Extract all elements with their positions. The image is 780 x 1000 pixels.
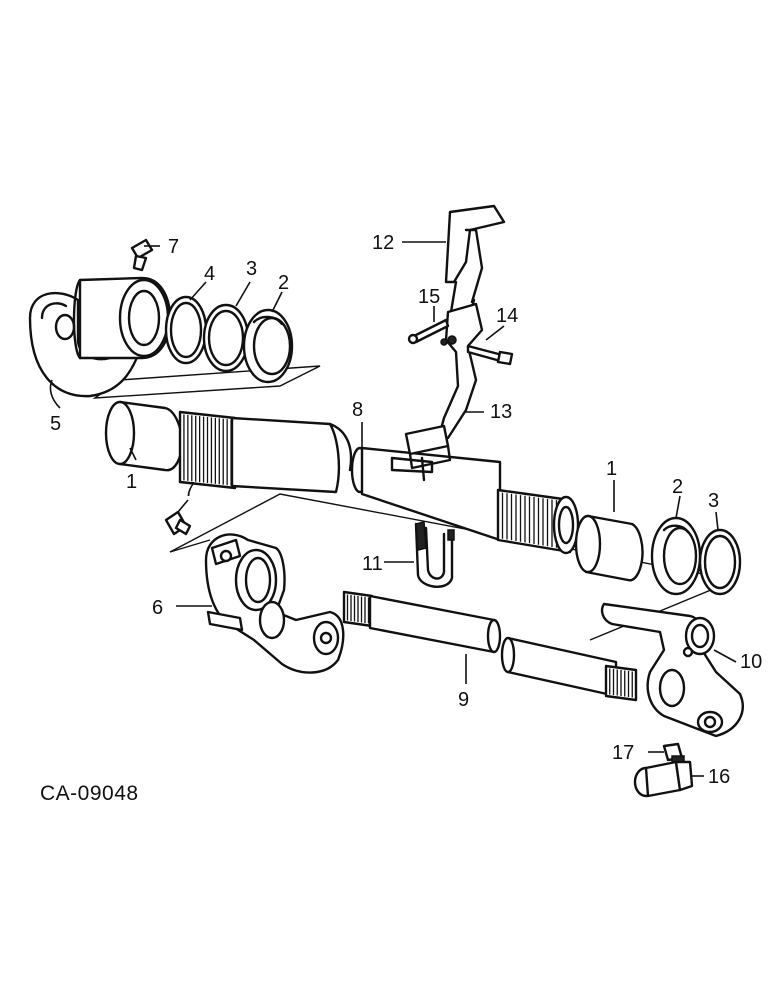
ring-3-upper — [202, 303, 250, 373]
part-14-pin — [440, 335, 514, 366]
callout-12: 12 — [372, 232, 394, 254]
part-11-clip — [414, 521, 455, 588]
callout-1-right: 1 — [606, 458, 617, 480]
callout-6: 6 — [152, 597, 163, 619]
callout-2-upper: 2 — [278, 272, 289, 294]
callout-7-upper: 7 — [168, 236, 179, 258]
callout-10: 10 — [740, 651, 762, 673]
part-10-lever-housing — [600, 602, 744, 738]
part-13-lever-arm — [404, 302, 484, 482]
part-1-bushing-left — [104, 400, 184, 472]
callout-5: 5 — [50, 413, 61, 435]
callout-13: 13 — [490, 401, 512, 423]
part-16-bolt — [633, 760, 694, 798]
callout-9: 9 — [458, 689, 469, 711]
part-12-lever-top — [444, 204, 506, 320]
ring-4-upper — [164, 295, 208, 365]
part-8-shaft-left — [178, 410, 370, 494]
callout-14: 14 — [496, 305, 518, 327]
leader-lines — [49, 241, 737, 777]
callout-3-upper: 3 — [246, 258, 257, 280]
part-6-housing-lower — [204, 533, 345, 674]
part-8-shaft-right — [360, 446, 580, 555]
callout-3-right: 3 — [708, 490, 719, 512]
ring-3-right — [698, 528, 742, 596]
bearing-2-upper — [242, 308, 294, 384]
callout-16: 16 — [708, 766, 730, 788]
part-15-pin — [407, 318, 450, 345]
callout-15: 15 — [418, 286, 440, 308]
callout-17: 17 — [612, 742, 634, 764]
callout-11: 11 — [362, 553, 383, 575]
bearing-2-right — [650, 516, 702, 596]
callout-1-left: 1 — [126, 471, 137, 493]
part-7-bolt-upper — [130, 238, 154, 272]
part-7-bolt-lower — [164, 510, 192, 536]
part-1-bushing-right — [574, 514, 644, 582]
callout-2-right: 2 — [672, 476, 683, 498]
callout-4: 4 — [204, 263, 215, 285]
callout-7-lower: 7 — [184, 479, 195, 501]
figure-code: CA-09048 — [40, 782, 139, 805]
part-9-shaft-lower — [342, 590, 638, 702]
callout-labels: 7 4 3 2 5 1 8 12 15 14 13 1 2 3 7 11 6 9… — [50, 232, 762, 788]
callout-8: 8 — [352, 399, 363, 421]
